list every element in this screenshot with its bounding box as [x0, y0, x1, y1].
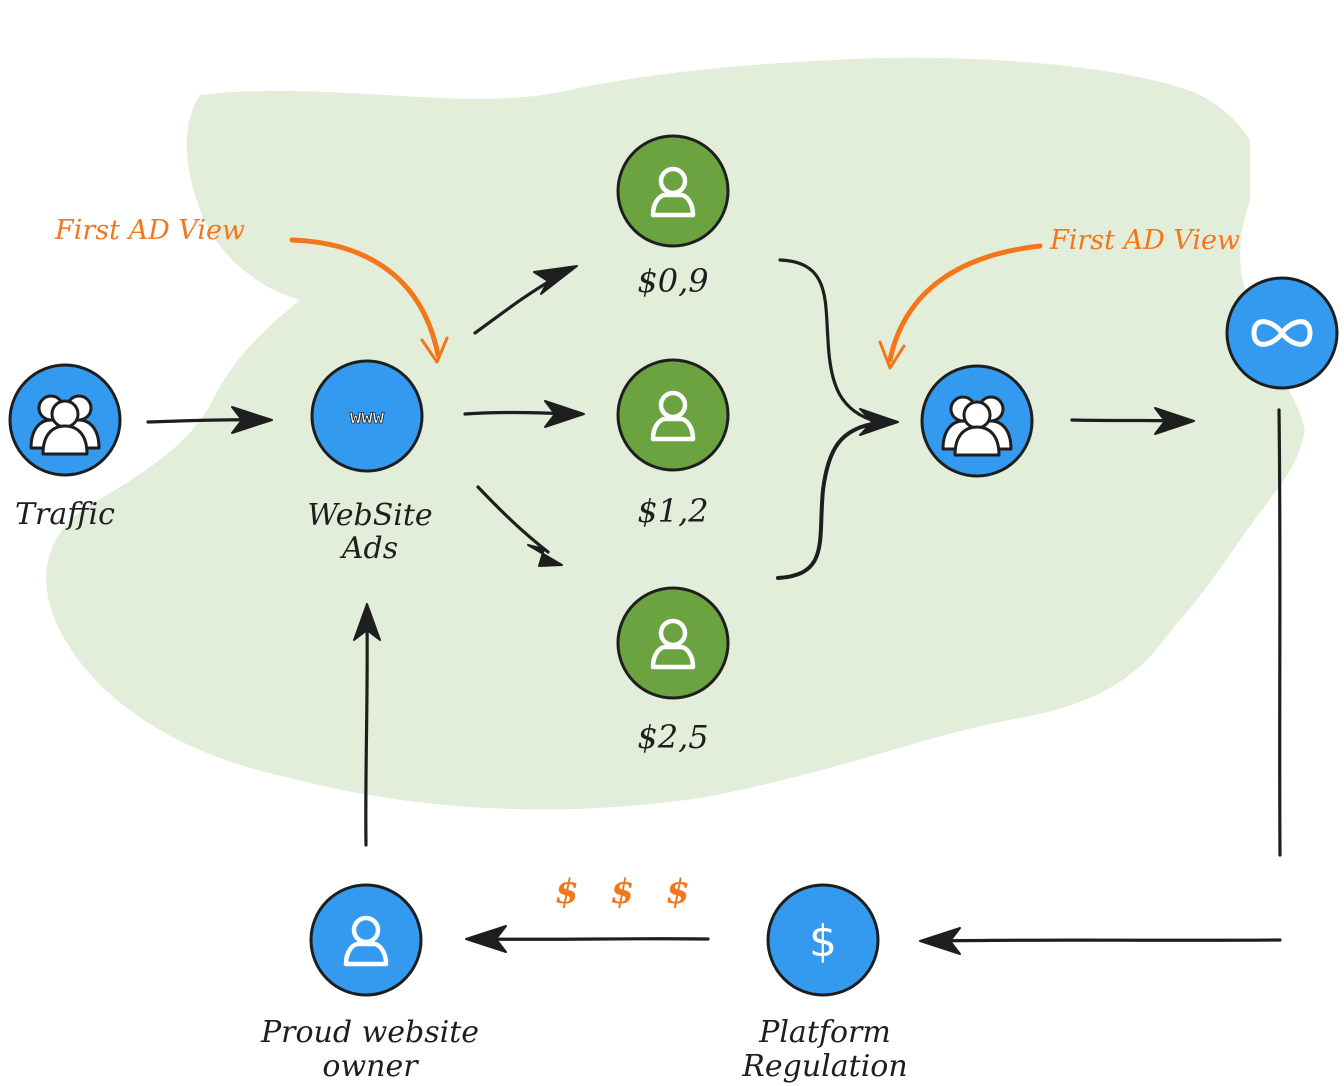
loop-node — [1225, 276, 1339, 390]
arrow-website-to-user-c — [476, 485, 550, 554]
price-label-b: $1,2 — [637, 492, 709, 530]
price-label-a: $0,9 — [637, 262, 709, 300]
arrowhead — [544, 400, 585, 428]
owner-label-line2: owner — [322, 1049, 418, 1084]
platform-label-line1: Platform — [759, 1015, 891, 1050]
arrowhead — [353, 603, 381, 641]
line-loop-down — [1277, 408, 1282, 857]
platform-label-line2: Regulation — [742, 1049, 908, 1084]
arrowhead — [527, 544, 563, 567]
payment-label: $ $ $ — [555, 872, 700, 912]
owner-node — [309, 883, 423, 997]
dollar-icon: $ — [809, 916, 837, 967]
arrowhead — [859, 408, 899, 436]
annotation-arrow-left — [289, 237, 441, 358]
bracket-top — [778, 258, 880, 424]
arrow-website-to-user-b — [463, 410, 570, 416]
price-label-c: $2,5 — [637, 718, 709, 756]
owner-label-line1: Proud website — [260, 1015, 480, 1050]
arrowhead — [1154, 407, 1195, 435]
annotation-arrowhead-left — [420, 336, 449, 364]
arrowhead — [231, 406, 273, 434]
arrowhead — [465, 925, 507, 953]
arrowhead — [533, 265, 578, 295]
arrowhead — [919, 927, 961, 955]
website-label-line1: WebSite — [307, 498, 433, 533]
users-icon — [941, 395, 1013, 457]
bracket-bottom — [776, 421, 880, 580]
www-icon: www — [350, 406, 385, 428]
website-node: www — [310, 359, 424, 473]
arrow-owner-to-website — [364, 620, 369, 847]
user-node-a — [616, 134, 730, 248]
user-node-b — [616, 358, 730, 472]
platform-node: $ — [766, 883, 880, 997]
users-icon — [29, 394, 101, 456]
annotation-arrowhead-right — [878, 340, 906, 370]
arrow-loop-to-platform — [933, 938, 1282, 943]
first-ad-view-right: First AD View — [1050, 225, 1241, 256]
arrow-platform-to-owner — [476, 937, 710, 941]
first-ad-view-left: First AD View — [55, 215, 246, 246]
audience-node — [920, 364, 1034, 478]
user-node-c — [616, 586, 730, 700]
annotation-arrow-right — [887, 243, 1043, 363]
traffic-node — [8, 363, 122, 477]
website-label-line2: Ads — [341, 531, 399, 566]
traffic-label: Traffic — [15, 497, 115, 532]
